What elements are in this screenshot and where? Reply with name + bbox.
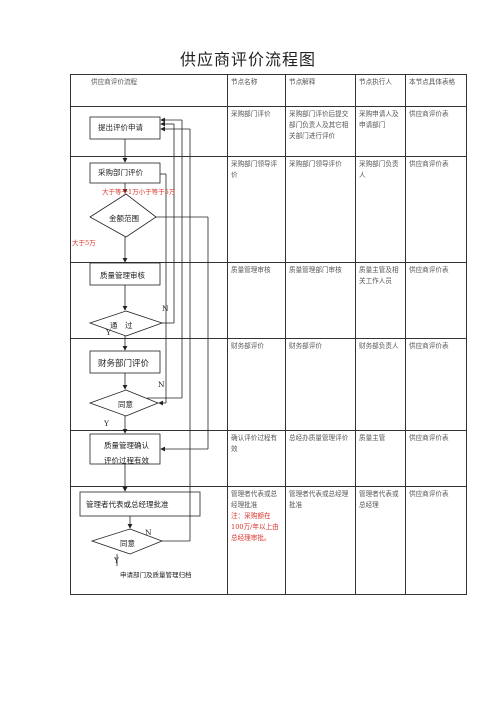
confirm-label-2: 评价过程有效 bbox=[104, 456, 149, 465]
header-executor: 节点执行人 bbox=[355, 74, 406, 107]
table-header-row: 供应商评价流程 节点名称 节点解释 节点执行人 本节点具体表格 bbox=[70, 74, 467, 107]
page-title: 供应商评价流程图 bbox=[179, 50, 316, 69]
header-node-name: 节点名称 bbox=[227, 74, 286, 107]
header-form: 本节点具体表格 bbox=[405, 74, 467, 107]
row-name: 采购部门评价 bbox=[227, 106, 286, 157]
row-name: 财务部评价 bbox=[227, 338, 286, 431]
n2-label: N bbox=[158, 380, 165, 389]
row-name: 管理者代表或总经理批准 bbox=[231, 490, 278, 509]
agree2-diamond bbox=[90, 528, 164, 555]
y3-label: Y bbox=[114, 556, 119, 565]
row-name: 确认评价过程有效 bbox=[227, 430, 286, 487]
row-executor: 质量主管及相关工作人员 bbox=[355, 262, 406, 339]
y1-label: Y bbox=[106, 328, 111, 337]
row-form: 供应商评价表 bbox=[405, 430, 467, 487]
flowchart bbox=[79, 116, 209, 566]
amount-label: 金额范围 bbox=[109, 214, 139, 223]
finance-label: 财务部门评价 bbox=[98, 359, 150, 369]
archive-label: 申请部门及质量管理归档 bbox=[120, 571, 192, 579]
row-explain: 采购部门评价后提交部门负责人及其它相关部门进行评价 bbox=[285, 106, 356, 157]
row-executor: 采购部门负责人 bbox=[355, 156, 406, 263]
purchase-eval-label: 采购部门评价 bbox=[98, 168, 143, 177]
approve-label: 管理者代表或总经理批准 bbox=[86, 500, 169, 509]
pass-diamond bbox=[88, 310, 164, 337]
confirm-box bbox=[89, 433, 161, 465]
agree2-label: 同意 bbox=[120, 539, 135, 548]
condition-big-label: 大于5万 bbox=[72, 239, 96, 247]
n3-label: N bbox=[145, 528, 152, 537]
row-executor: 管理者代表或总经理 bbox=[355, 486, 406, 595]
row-executor: 质量主管 bbox=[355, 430, 406, 487]
table-row: 财务部评价 财务部评价 财务部负责人 供应商评价表 bbox=[70, 338, 467, 431]
row-form: 供应商评价表 bbox=[405, 262, 467, 339]
agree1-diamond bbox=[88, 389, 160, 417]
header-node-explain: 节点解释 bbox=[285, 74, 356, 107]
row-name: 采购部门领导评价 bbox=[227, 156, 286, 263]
approve-box bbox=[79, 491, 201, 517]
agree1-label: 同意 bbox=[118, 400, 133, 409]
table-row: 采购部门领导评价 采购部门领导评价 采购部门负责人 供应商评价表 bbox=[70, 156, 467, 263]
row-explain: 财务部评价 bbox=[285, 338, 356, 431]
y2-label: Y bbox=[104, 419, 109, 428]
row-explain: 质量管理部门审核 bbox=[285, 262, 356, 339]
confirm-label-1: 质量管理确认 bbox=[104, 441, 149, 450]
apply-label: 提出评价申请 bbox=[98, 123, 143, 132]
row-name-cell: 管理者代表或总经理批准 注：采购额在100万/年以上由总经理审批。 bbox=[227, 486, 286, 595]
row-form: 供应商评价表 bbox=[405, 338, 467, 431]
amount-diamond bbox=[89, 193, 157, 238]
pass-label: 通 过 bbox=[110, 321, 133, 330]
row-form: 供应商评价表 bbox=[405, 156, 467, 263]
row-name: 质量管理审核 bbox=[227, 262, 286, 339]
row-explain: 总经办质量管理评价 bbox=[285, 430, 356, 487]
row-form: 供应商评价表 bbox=[405, 106, 467, 157]
row-explain: 采购部门领导评价 bbox=[285, 156, 356, 263]
row-explain: 管理者代表或总经理批准 bbox=[285, 486, 356, 595]
row-executor: 财务部负责人 bbox=[355, 338, 406, 431]
row-note: 注：采购额在100万/年以上由总经理审批。 bbox=[231, 512, 279, 542]
n1-label: N bbox=[162, 304, 169, 313]
quality-label: 质量管理审核 bbox=[100, 271, 145, 280]
row-form: 供应商评价表 bbox=[405, 486, 467, 595]
condition-mid-label: 大于等于1万小于等于5万 bbox=[102, 188, 176, 196]
row-executor: 采购申请人及申请部门 bbox=[355, 106, 406, 157]
